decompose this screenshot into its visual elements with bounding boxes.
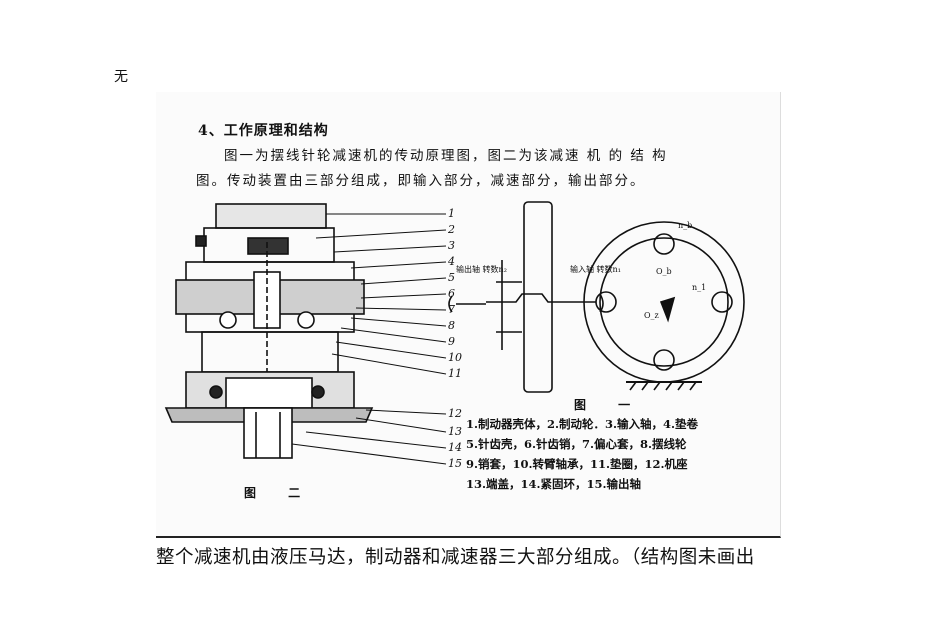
part-number: 3 <box>448 239 455 252</box>
part-number: 15 <box>448 457 462 470</box>
center-z-label: O_z <box>644 311 659 320</box>
input-shaft-label: 输入轴 转数n₁ <box>570 264 621 274</box>
center-b-label: O_b <box>656 267 672 276</box>
part-number: 4 <box>447 255 455 268</box>
part-number: 10 <box>448 351 462 364</box>
figure-drawing: 1 2 3 4 5 6 7 8 9 10 11 12 13 14 15 <box>164 201 745 470</box>
legend-line: 5.针齿壳，6.针齿销，7.偏心套，8.摆线轮 <box>466 437 687 451</box>
section-title: 4、工作原理和结构 <box>198 123 329 139</box>
scanned-figure: 4、工作原理和结构 图一为摆线针轮减速机的传动原理图，图二为该减速 机 的 结 … <box>156 92 781 538</box>
body-text: 整个减速机由液压马达，制动器和减速器三大部分组成。（结构图未画出 <box>156 547 755 568</box>
part-number: 5 <box>448 271 455 284</box>
part-number: 11 <box>448 367 462 380</box>
part-number: 6 <box>448 287 455 300</box>
part-number: 7 <box>448 303 455 316</box>
part-number: 13 <box>448 425 462 438</box>
figure-2-leaders <box>291 213 447 465</box>
output-shaft-label: 输出轴 转数n₂ <box>456 264 507 274</box>
part-number: 9 <box>448 335 455 348</box>
part-number: 1 <box>448 207 455 220</box>
paragraph-line-1: 图一为摆线针轮减速机的传动原理图，图二为该减速 机 的 结 构 <box>224 148 668 164</box>
n1-label: n_1 <box>692 283 706 292</box>
legend-line: 1.制动器壳体，2.制动轮．3.输入轴，4.垫卷 <box>466 417 699 431</box>
part-number: 2 <box>447 223 455 236</box>
figure-2-part-numbers: 1 2 3 4 5 6 7 8 9 10 11 12 13 14 15 <box>447 207 462 470</box>
page-note: 无 <box>114 69 128 85</box>
parts-legend: 1.制动器壳体，2.制动轮．3.输入轴，4.垫卷 5.针齿壳，6.针齿销，7.偏… <box>466 414 698 494</box>
figure-1-schematic <box>448 201 745 393</box>
part-number: 12 <box>448 407 462 420</box>
part-number: 8 <box>448 319 455 332</box>
legend-line: 13.端盖，14.紧固环，15.输出轴 <box>466 477 642 491</box>
nb-label: n_b <box>678 221 692 230</box>
figure-2-structure-drawing <box>164 203 374 459</box>
part-number: 14 <box>448 441 462 454</box>
figure-1-caption: 图 一 <box>574 398 645 412</box>
legend-line: 9.销套，10.转臂轴承，11.垫圈，12.机座 <box>466 457 688 471</box>
figure-2-caption: 图 二 <box>244 486 315 500</box>
figure-1-labels: 输出轴 转数n₂ 输入轴 转数n₁ O_b O_z n_b n_1 <box>456 221 706 320</box>
intro-paragraph: 图一为摆线针轮减速机的传动原理图，图二为该减速 机 的 结 构 图。传动装置由三… <box>196 144 736 194</box>
paragraph-line-2: 图。传动装置由三部分组成，即输入部分，减速部分，输出部分。 <box>196 173 646 189</box>
